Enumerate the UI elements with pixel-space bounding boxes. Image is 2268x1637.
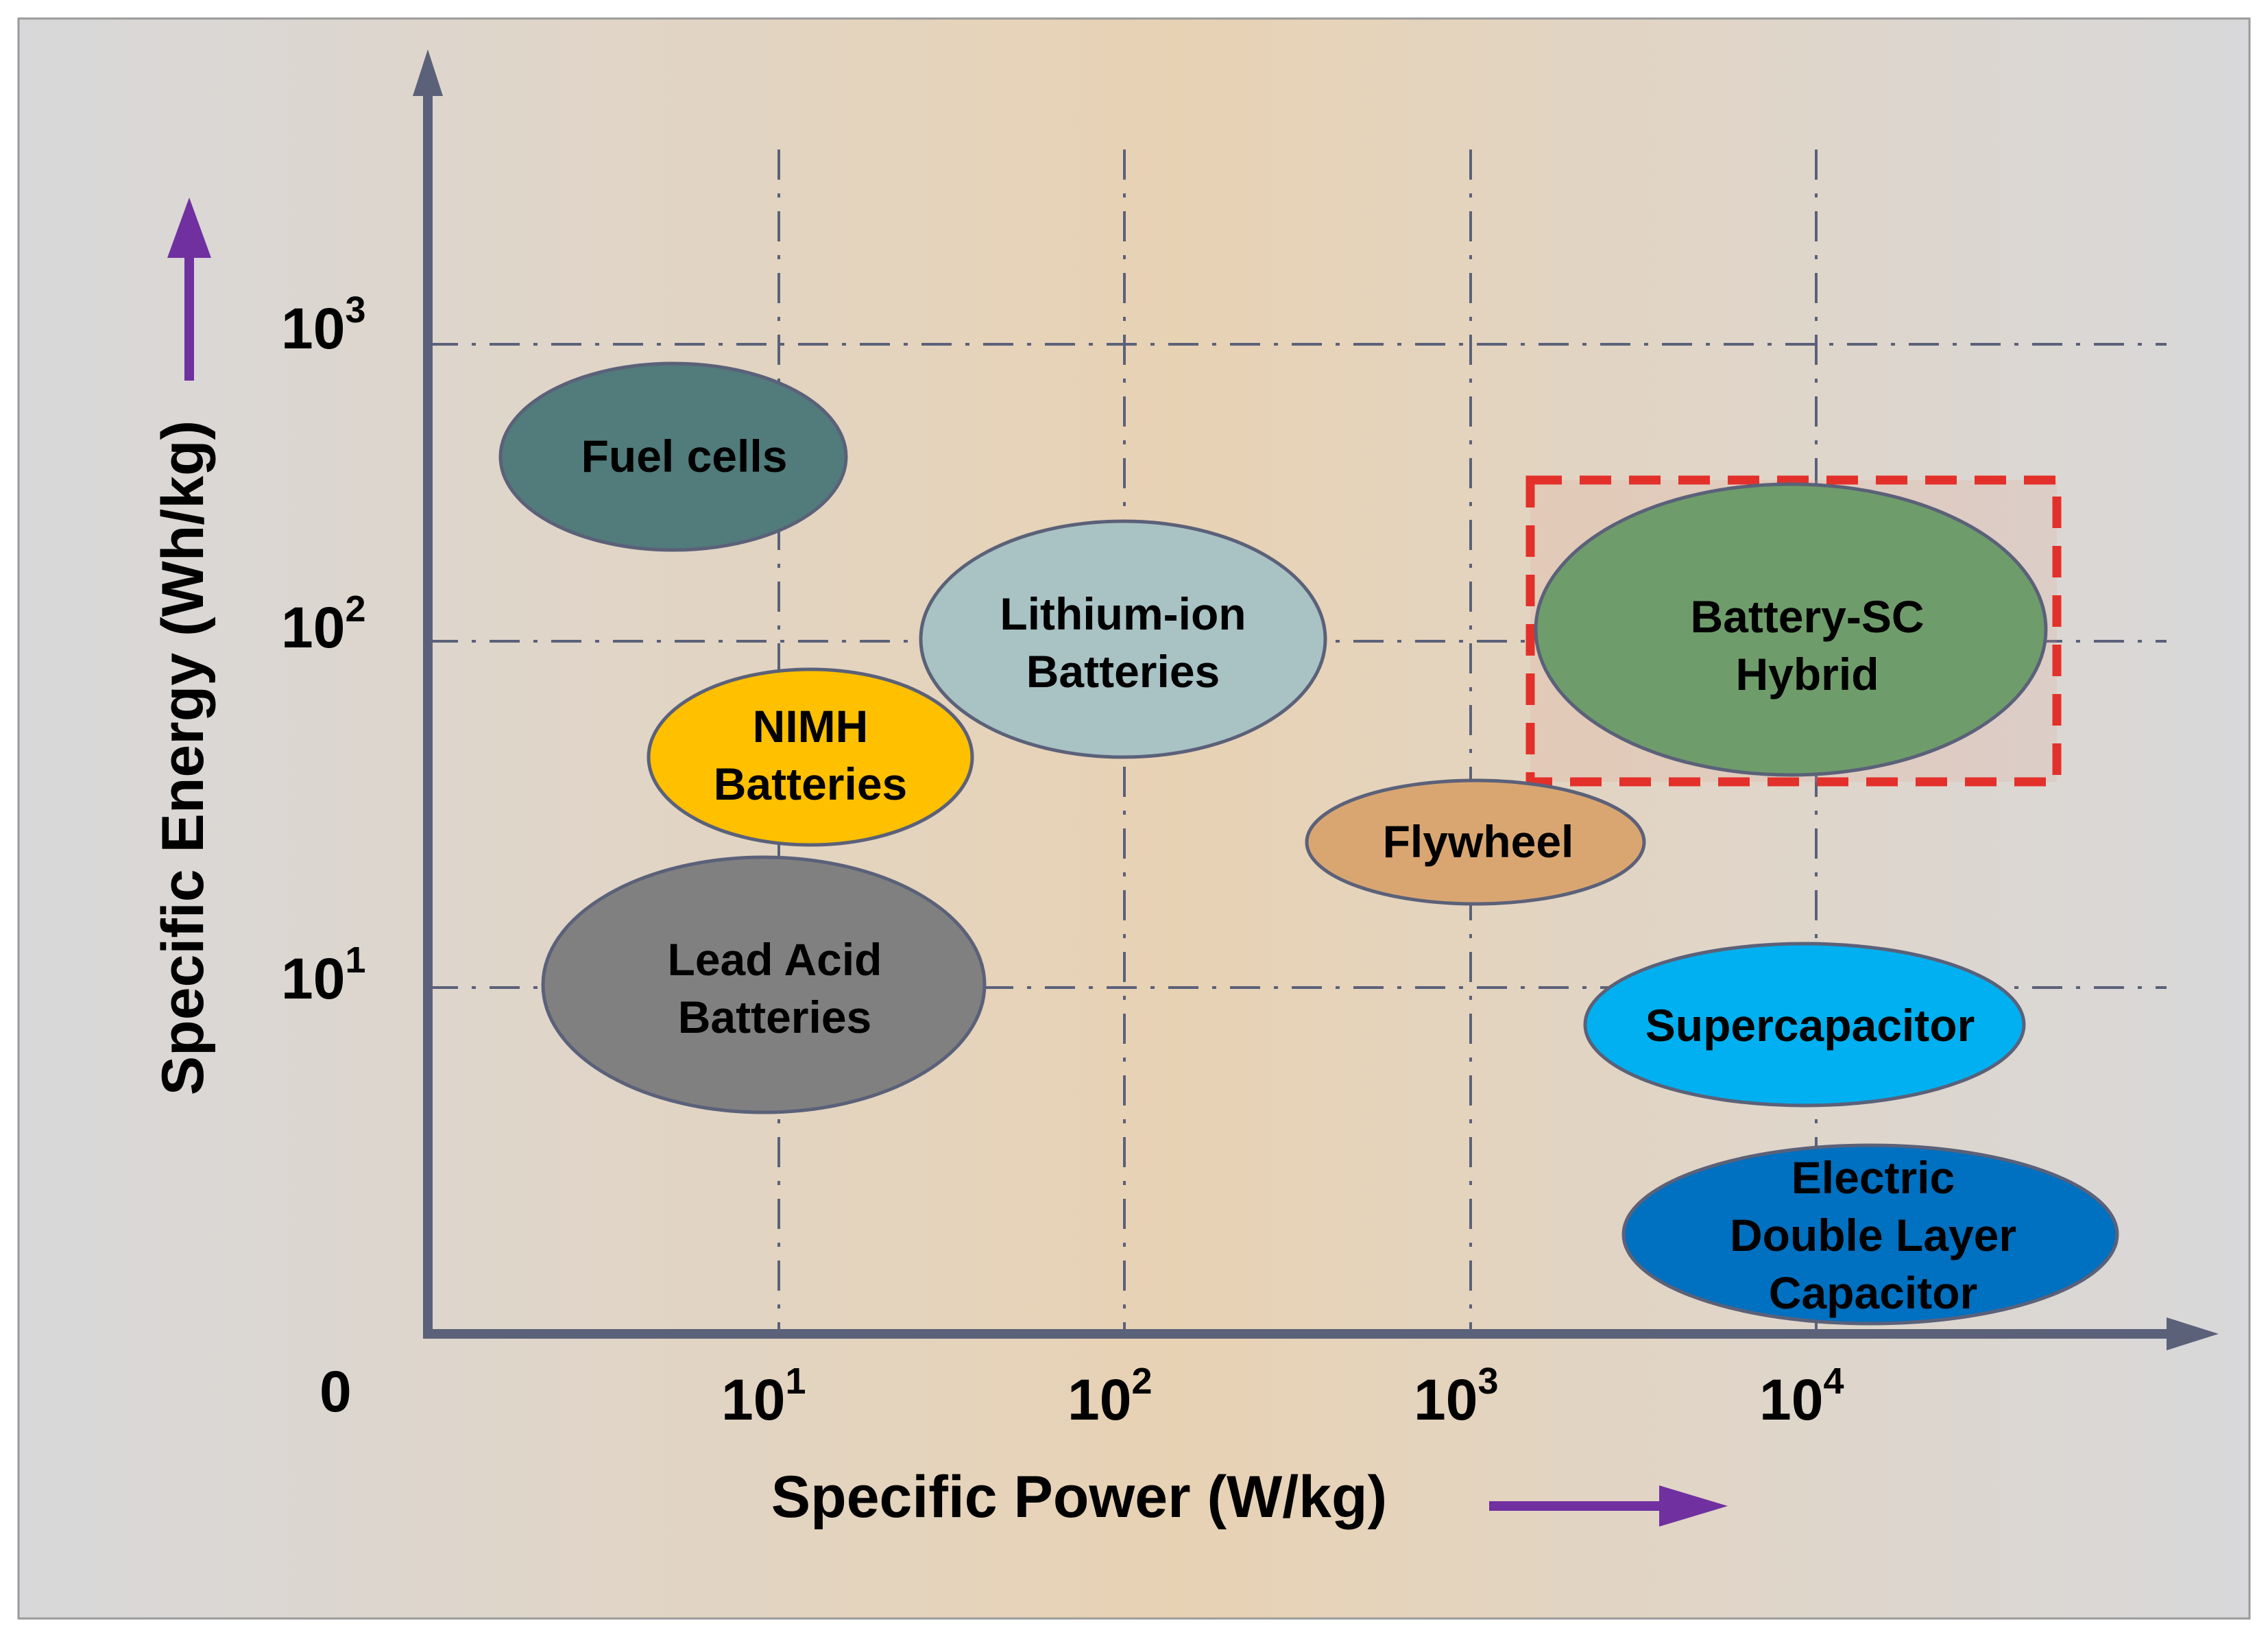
region-lithium-ion-ellipse xyxy=(919,519,1327,759)
region-battery-sc-hybrid-ellipse xyxy=(1534,482,2048,777)
y-axis-title: Specific Energy (Wh/kg) xyxy=(150,420,216,1095)
axes xyxy=(413,49,2219,1350)
region-supercapacitor: Supercapacitor xyxy=(1583,942,2026,1108)
region-supercapacitor-label: Supercapacitor xyxy=(1645,1000,1975,1051)
region-flywheel-label: Flywheel xyxy=(1383,816,1574,867)
region-lead-acid-ellipse xyxy=(541,855,987,1114)
y-axis-arrowhead xyxy=(413,49,443,96)
x-axis-arrowhead xyxy=(2167,1317,2219,1350)
region-flywheel-ellipse xyxy=(1305,778,1646,906)
region-fuel-cells: Fuel cells xyxy=(498,361,848,552)
x-tick-10-4: 104 xyxy=(1759,1361,1844,1432)
region-flywheel: Flywheel xyxy=(1305,778,1646,906)
y-tick-10-3: 103 xyxy=(281,289,365,361)
origin-label: 0 xyxy=(319,1359,352,1424)
region-fuel-cells-ellipse xyxy=(498,361,848,552)
x-tick-10-3: 103 xyxy=(1414,1361,1498,1432)
x-tick-10-2: 102 xyxy=(1067,1361,1152,1432)
y-direction-arrow xyxy=(167,198,211,381)
x-axis-title: Specific Power (W/kg) xyxy=(771,1464,1387,1530)
region-supercapacitor-ellipse xyxy=(1583,942,2026,1108)
region-nimh-ellipse xyxy=(647,667,974,847)
y-tick-10-2: 102 xyxy=(281,588,365,660)
x-direction-arrow xyxy=(1489,1485,1728,1527)
x-tick-10-1: 101 xyxy=(721,1361,806,1432)
region-fuel-cells-label: Fuel cells xyxy=(581,431,788,481)
diagram-background xyxy=(17,17,2251,1620)
tick-labels: 0 101 102 103 104 103 102 101 xyxy=(281,289,1844,1432)
y-tick-10-1: 101 xyxy=(281,940,365,1011)
region-edlc-ellipse xyxy=(1621,1143,2119,1326)
